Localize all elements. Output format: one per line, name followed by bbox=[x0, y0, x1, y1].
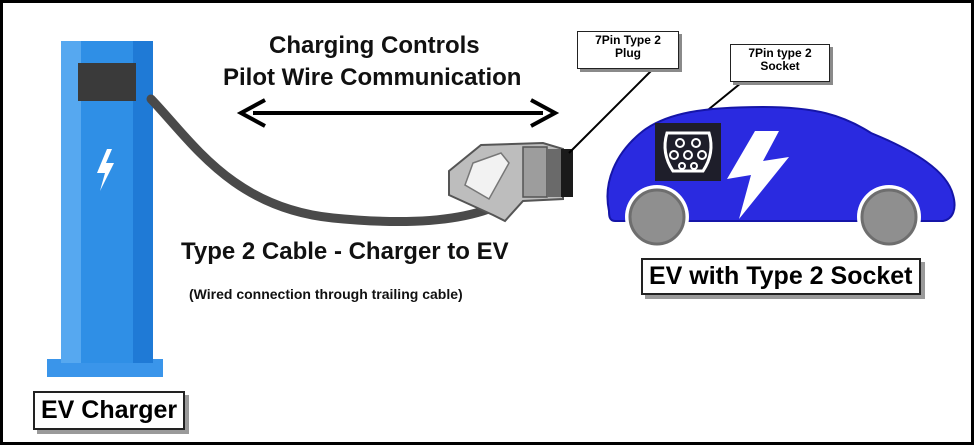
charging-controls-label: Charging Controls bbox=[269, 32, 480, 59]
plug-leader-line bbox=[568, 66, 656, 154]
double-headed-arrow bbox=[236, 98, 560, 128]
charger-label-box: EV Charger bbox=[33, 391, 186, 430]
socket-callout: 7Pin type 2 Socket bbox=[730, 44, 830, 82]
cable-subtitle-label: (Wired connection through trailing cable… bbox=[189, 286, 463, 302]
electric-car bbox=[606, 105, 956, 249]
ev-label: EV with Type 2 Socket bbox=[649, 262, 913, 290]
charger-label: EV Charger bbox=[41, 396, 178, 424]
charger-bolt-icon bbox=[97, 149, 114, 191]
plug-callout-line1: 7Pin Type 2 bbox=[595, 33, 661, 47]
rear-wheel bbox=[862, 190, 916, 244]
ev-charger-post bbox=[47, 41, 163, 377]
front-wheel bbox=[630, 190, 684, 244]
diagram-artwork bbox=[47, 41, 956, 377]
type2-cable bbox=[146, 94, 508, 227]
plug-callout: 7Pin Type 2 Plug bbox=[577, 31, 679, 69]
pilot-wire-label: Pilot Wire Communication bbox=[223, 64, 522, 91]
seven-pin-socket-icon bbox=[655, 123, 721, 181]
charger-screen bbox=[78, 63, 136, 101]
socket-callout-line1: 7Pin type 2 bbox=[748, 46, 812, 60]
cable-title-label: Type 2 Cable - Charger to EV bbox=[181, 238, 509, 265]
car-bolt-icon bbox=[727, 131, 789, 219]
ev-label-box: EV with Type 2 Socket bbox=[641, 258, 921, 295]
type2-plug bbox=[448, 141, 573, 223]
socket-callout-line2: Socket bbox=[760, 59, 800, 73]
plug-callout-line2: Plug bbox=[615, 46, 641, 60]
